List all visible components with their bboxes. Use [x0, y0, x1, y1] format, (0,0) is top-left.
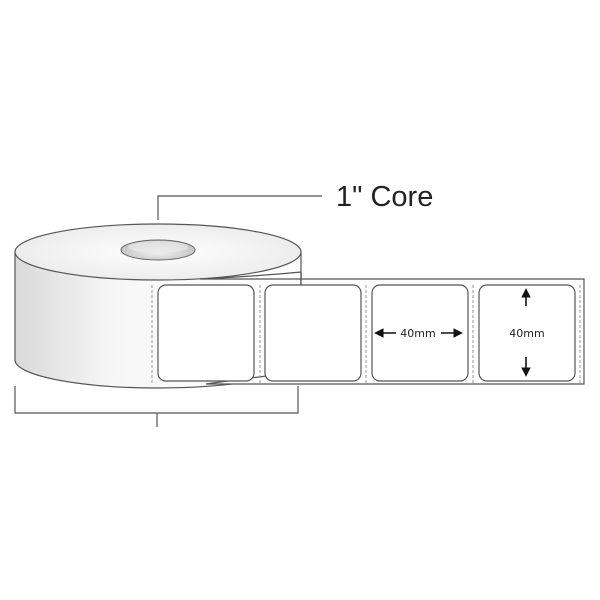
label-width-text: 40mm	[400, 327, 435, 340]
core-callout: 1" Core	[157, 181, 433, 220]
label-4	[478, 284, 576, 382]
core-label: 1" Core	[336, 181, 433, 213]
roll-core-inner	[128, 241, 188, 253]
label-1	[157, 284, 255, 382]
label-height-text: 40mm	[509, 327, 544, 340]
label-2	[264, 284, 362, 382]
label-strip: 40mm 40mm	[151, 271, 585, 385]
roll-width-bracket-line	[14, 386, 299, 414]
core-callout-line	[157, 195, 322, 220]
roll-width-bracket	[14, 386, 299, 427]
label-3	[371, 284, 469, 382]
